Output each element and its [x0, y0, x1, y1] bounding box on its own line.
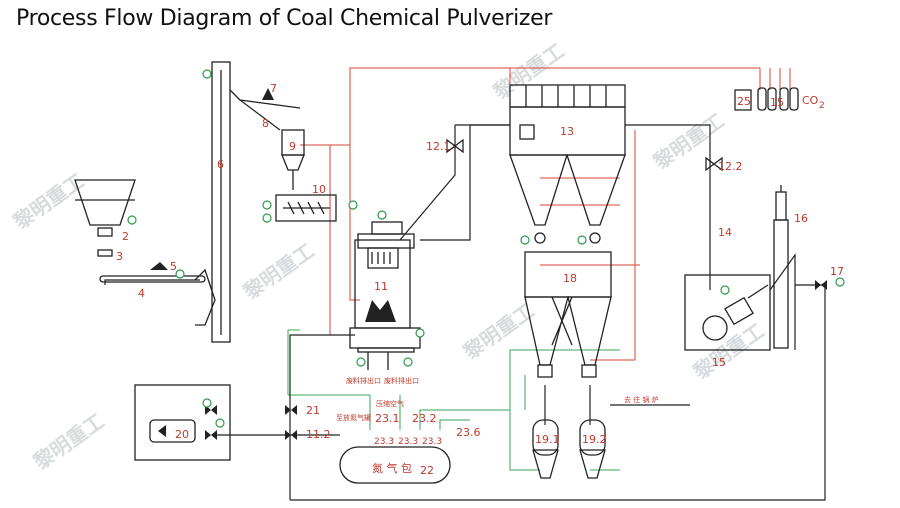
label-4: 4 [138, 287, 145, 300]
label-11: 11 [374, 280, 388, 293]
bin-9 [281, 129, 305, 190]
watermark-text: 黎明重工 [29, 409, 108, 475]
watermark-text: 黎明重工 [239, 239, 318, 305]
label-23-3b: 23.3 [398, 437, 418, 447]
nitrogen-tank-22 [339, 446, 451, 484]
label-23-1: 23.1 [375, 412, 400, 425]
label-11-2: 11.2 [306, 428, 331, 441]
black-process-lines [104, 99, 826, 501]
watermark-text: 黎明重工 [459, 299, 538, 365]
label-13: 13 [560, 125, 574, 138]
label-2: 2 [122, 230, 129, 243]
label-23-6: 23.6 [456, 426, 481, 439]
hopper-2 [74, 179, 136, 257]
label-9: 9 [289, 140, 296, 153]
label-23-3a: 23.3 [374, 437, 394, 447]
label-23-2: 23.2 [412, 412, 437, 425]
cylinders-25 [734, 87, 799, 111]
fan-unit-15 [684, 274, 771, 351]
to-nitrogen-tank-text: 至放氮气罐 [336, 413, 371, 422]
equipment-labels: 2 3 4 5 6 7 8 9 10 11 12.1 12.2 13 14 15… [116, 82, 844, 477]
label-10: 10 [312, 183, 326, 196]
collector-18 [524, 251, 612, 378]
label-6: 6 [217, 158, 224, 171]
tank-22-text: 氮 气 包 [372, 461, 412, 475]
label-16: 16 [794, 212, 808, 225]
tank-19-1 [532, 419, 559, 479]
label-18: 18 [563, 272, 577, 285]
screw-conveyor-8 [229, 88, 301, 109]
watermark-text: 黎明重工 [689, 319, 768, 385]
watermark-text: 黎明重工 [9, 169, 88, 235]
red-gas-lines [300, 67, 791, 361]
valves [205, 138, 827, 440]
label-14: 14 [718, 226, 732, 239]
label-co2-sub: 2 [819, 101, 825, 111]
label-20: 20 [175, 428, 189, 441]
label-12-1: 12.1 [426, 140, 451, 153]
label-19-2: 19.2 [582, 433, 607, 446]
compressed-air-text: 压缩空气 [376, 399, 404, 408]
to-boiler-text: 去 往 锅 炉 [624, 395, 659, 404]
bag-filter-13 [509, 84, 626, 244]
label-19-1: 19.1 [535, 433, 560, 446]
label-5: 5 [170, 260, 177, 273]
pulverizer-mill-11 [349, 221, 421, 370]
label-21: 21 [306, 404, 320, 417]
instrument-dots [127, 69, 845, 428]
label-23-3c: 23.3 [422, 437, 442, 447]
slag-outlet-b: 废料排出口 [384, 376, 419, 385]
label-17: 17 [830, 265, 844, 278]
watermark-text: 黎明重工 [649, 109, 728, 175]
label-12-2: 12.2 [718, 160, 743, 173]
page-title: Process Flow Diagram of Coal Chemical Pu… [16, 6, 553, 31]
label-3: 3 [116, 250, 123, 263]
bucket-elevator-6 [194, 61, 231, 343]
label-22: 22 [420, 464, 434, 477]
slag-outlet-a: 废料排出口 [346, 376, 381, 385]
belt-conveyor-4 [99, 262, 206, 283]
stack-16 [773, 185, 789, 349]
label-co2: CO [802, 94, 819, 107]
label-15: 15 [712, 356, 726, 369]
green-nitrogen-lines [287, 329, 620, 471]
feeder-10 [275, 194, 337, 222]
hot-air-unit-20 [134, 384, 231, 461]
label-25: 25 [737, 95, 751, 108]
label-7: 7 [270, 82, 277, 95]
label-8: 8 [262, 117, 269, 130]
watermark-text: 黎明重工 [489, 39, 568, 105]
label-15-cylinders: 15 [770, 96, 784, 109]
chinese-annotations: 氮 气 包 废料排出口 废料排出口 压缩空气 至放氮气罐 去 往 锅 炉 [336, 376, 659, 475]
tank-19-2 [579, 419, 606, 479]
